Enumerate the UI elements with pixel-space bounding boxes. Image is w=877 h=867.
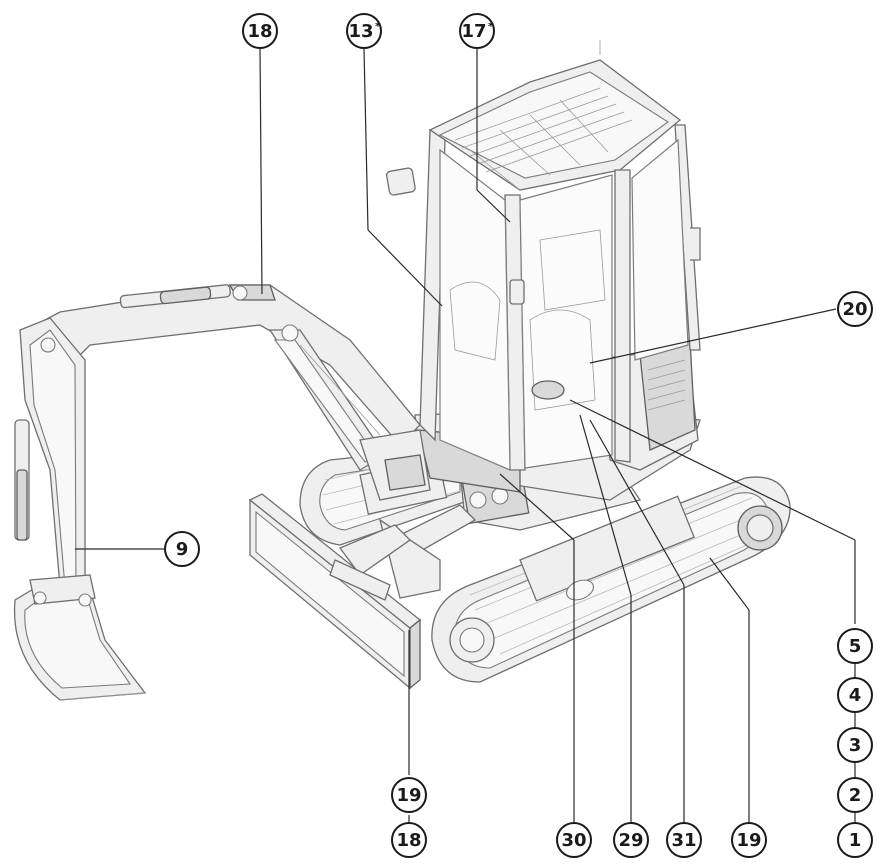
callout-label: 1	[849, 830, 862, 851]
callout-29: 29	[613, 822, 649, 858]
callout-4: 4	[837, 677, 873, 713]
callout-suffix: *	[488, 20, 494, 33]
leader-29-b	[579, 414, 632, 596]
callout-5: 5	[837, 628, 873, 664]
callout-30: 30	[556, 822, 592, 858]
bucket	[13, 574, 147, 701]
leader-5-b	[569, 399, 856, 541]
callout-31: 31	[666, 822, 702, 858]
callout-label: 3	[849, 735, 862, 756]
cab	[385, 40, 701, 471]
callout-3: 3	[837, 727, 873, 763]
callout-label: 17	[461, 21, 486, 42]
callout-suffix: *	[375, 20, 381, 33]
callout-18-top: 18	[242, 13, 278, 49]
leader-lines	[75, 47, 856, 822]
leader-31-b	[589, 419, 685, 586]
callout-label: 18	[247, 21, 272, 42]
callout-label: 9	[176, 539, 189, 560]
callout-label: 19	[736, 830, 761, 851]
callout-label: 19	[396, 785, 421, 806]
leader-17-b	[476, 189, 511, 223]
callout-18-bottom: 18	[391, 822, 427, 858]
leader-30-b	[499, 473, 575, 541]
callout-label: 31	[671, 830, 696, 851]
excavator-illustration	[13, 40, 791, 701]
callout-label: 29	[618, 830, 643, 851]
callout-label: 30	[561, 830, 586, 851]
callout-20: 20	[837, 291, 873, 327]
callout-9: 9	[164, 531, 200, 567]
leader-13-b	[367, 229, 443, 307]
right-track	[431, 476, 791, 683]
callout-label: 13	[348, 21, 373, 42]
callout-19-right: 19	[731, 822, 767, 858]
callout-label: 2	[849, 785, 862, 806]
callouts: 18 13 * 17 * 20 9 5 4 3	[164, 13, 873, 858]
dozer-blade	[248, 493, 422, 690]
callout-label: 4	[849, 685, 862, 706]
leader-19-right-b	[709, 557, 750, 611]
callout-17: 17 *	[459, 13, 495, 49]
leader-13	[363, 48, 369, 231]
callout-19-left: 19	[391, 777, 427, 813]
boom	[44, 284, 431, 501]
callout-1: 1	[837, 822, 873, 858]
callout-label: 20	[842, 299, 867, 320]
callout-label: 18	[396, 830, 421, 851]
callout-2: 2	[837, 777, 873, 813]
dipper-arm	[14, 317, 86, 611]
callout-13: 13 *	[346, 13, 382, 49]
leader-20	[589, 308, 837, 364]
callout-label: 5	[849, 636, 862, 657]
leader-18-top	[259, 47, 263, 295]
